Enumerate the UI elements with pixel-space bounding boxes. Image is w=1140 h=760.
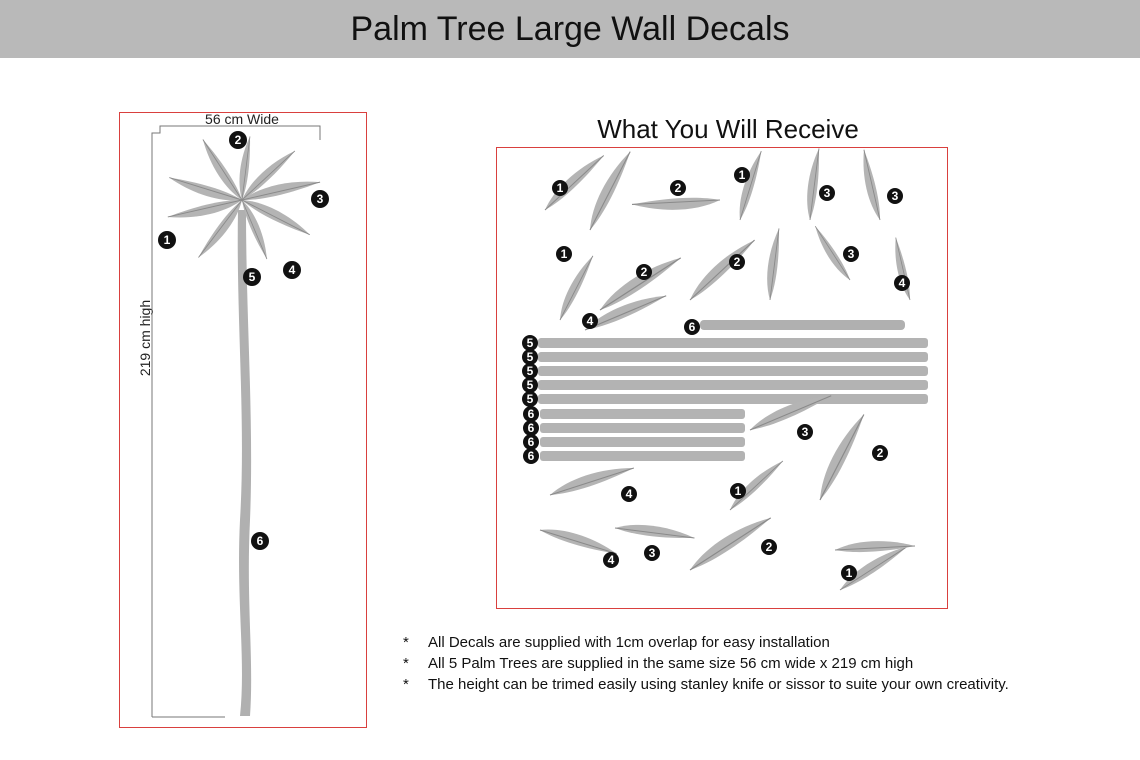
badge-part-3: 3 [311, 190, 329, 208]
svg-text:5: 5 [527, 336, 534, 350]
svg-text:5: 5 [527, 350, 534, 364]
kit-badge-3b: 3 [887, 188, 903, 204]
note-bullet: * [403, 634, 409, 651]
note-item: * All 5 Palm Trees are supplied in the s… [403, 653, 1103, 674]
kit-badge-5-4: 5 [522, 377, 538, 393]
svg-text:4: 4 [587, 314, 594, 328]
kit-badge-3e: 3 [644, 545, 660, 561]
receive-title: What You Will Receive [597, 114, 859, 144]
badge-part-2: 2 [229, 131, 247, 149]
badge-part-5: 5 [243, 268, 261, 286]
kit-badge-2d: 2 [872, 445, 888, 461]
svg-text:2: 2 [641, 265, 648, 279]
note-bullet: * [403, 655, 409, 672]
header-bar: Palm Tree Large Wall Decals [0, 0, 1140, 58]
kit-badge-5-3: 5 [522, 363, 538, 379]
badge-part-1: 1 [158, 231, 176, 249]
svg-text:4: 4 [899, 276, 906, 290]
svg-text:6: 6 [257, 534, 264, 548]
svg-text:4: 4 [608, 553, 615, 567]
kit-badge-3d: 3 [797, 424, 813, 440]
note-text: All Decals are supplied with 1cm overlap… [428, 634, 830, 651]
badge-part-4: 4 [283, 261, 301, 279]
svg-text:3: 3 [317, 192, 324, 206]
kit-badge-5-2: 5 [522, 349, 538, 365]
kit-badge-3c: 3 [843, 246, 859, 262]
svg-text:3: 3 [649, 546, 656, 560]
kit-badge-2e: 2 [761, 539, 777, 555]
svg-text:1: 1 [561, 247, 568, 261]
svg-text:3: 3 [892, 189, 899, 203]
page-title: Palm Tree Large Wall Decals [350, 9, 790, 48]
svg-text:1: 1 [739, 168, 746, 182]
kit-badge-4c: 4 [621, 486, 637, 502]
note-item: * All Decals are supplied with 1cm overl… [403, 632, 1103, 653]
kit-badge-6-2: 6 [523, 420, 539, 436]
svg-text:6: 6 [528, 421, 535, 435]
kit-badge-6a: 6 [684, 319, 700, 335]
svg-text:5: 5 [527, 392, 534, 406]
assembled-tree-badges: 1 2 3 4 5 6 [158, 131, 329, 550]
notes-list: * All Decals are supplied with 1cm overl… [403, 632, 1103, 695]
note-text: The height can be trimed easily using st… [428, 676, 1009, 693]
kit-badge-6-1: 6 [523, 406, 539, 422]
kit-pieces [538, 147, 928, 593]
svg-text:2: 2 [877, 446, 884, 460]
assembled-tree-frame [119, 112, 367, 728]
svg-text:2: 2 [734, 255, 741, 269]
kit-badge-6-4: 6 [523, 448, 539, 464]
kit-contents-frame [496, 147, 948, 609]
width-dimension-label: 56 cm Wide [205, 111, 279, 127]
badge-part-6: 6 [251, 532, 269, 550]
kit-badge-2a: 2 [670, 180, 686, 196]
svg-text:1: 1 [557, 181, 564, 195]
svg-text:1: 1 [164, 233, 171, 247]
svg-text:3: 3 [824, 186, 831, 200]
kit-badge-1d: 1 [730, 483, 746, 499]
svg-text:6: 6 [528, 449, 535, 463]
svg-text:4: 4 [626, 487, 633, 501]
note-bullet: * [403, 676, 409, 693]
kit-badge-5-1: 5 [522, 335, 538, 351]
svg-text:4: 4 [289, 263, 296, 277]
svg-text:6: 6 [528, 407, 535, 421]
svg-text:2: 2 [235, 133, 242, 147]
svg-text:5: 5 [249, 270, 256, 284]
kit-badge-1b: 1 [734, 167, 750, 183]
kit-badge-3a: 3 [819, 185, 835, 201]
svg-text:2: 2 [675, 181, 682, 195]
kit-badge-5-5: 5 [522, 391, 538, 407]
svg-text:2: 2 [766, 540, 773, 554]
kit-badge-1c: 1 [556, 246, 572, 262]
svg-text:1: 1 [846, 566, 853, 580]
note-text: All 5 Palm Trees are supplied in the sam… [428, 655, 914, 672]
svg-text:6: 6 [528, 435, 535, 449]
assembled-palm-tree [166, 135, 322, 716]
svg-text:3: 3 [802, 425, 809, 439]
kit-badge-4d: 4 [603, 552, 619, 568]
kit-badges: 1 2 1 3 3 1 2 2 3 4 4 6 5 5 5 5 5 6 6 6 … [522, 167, 910, 581]
svg-text:5: 5 [527, 378, 534, 392]
kit-badge-2c: 2 [729, 254, 745, 270]
svg-text:6: 6 [689, 320, 696, 334]
note-item: * The height can be trimed easily using … [403, 674, 1103, 695]
kit-badge-6-3: 6 [523, 434, 539, 450]
kit-badge-4b: 4 [582, 313, 598, 329]
kit-badge-1e: 1 [841, 565, 857, 581]
svg-text:5: 5 [527, 364, 534, 378]
kit-badge-1a: 1 [552, 180, 568, 196]
dimension-lines [151, 125, 321, 718]
svg-text:1: 1 [735, 484, 742, 498]
svg-text:3: 3 [848, 247, 855, 261]
kit-badge-2b: 2 [636, 264, 652, 280]
kit-badge-4a: 4 [894, 275, 910, 291]
